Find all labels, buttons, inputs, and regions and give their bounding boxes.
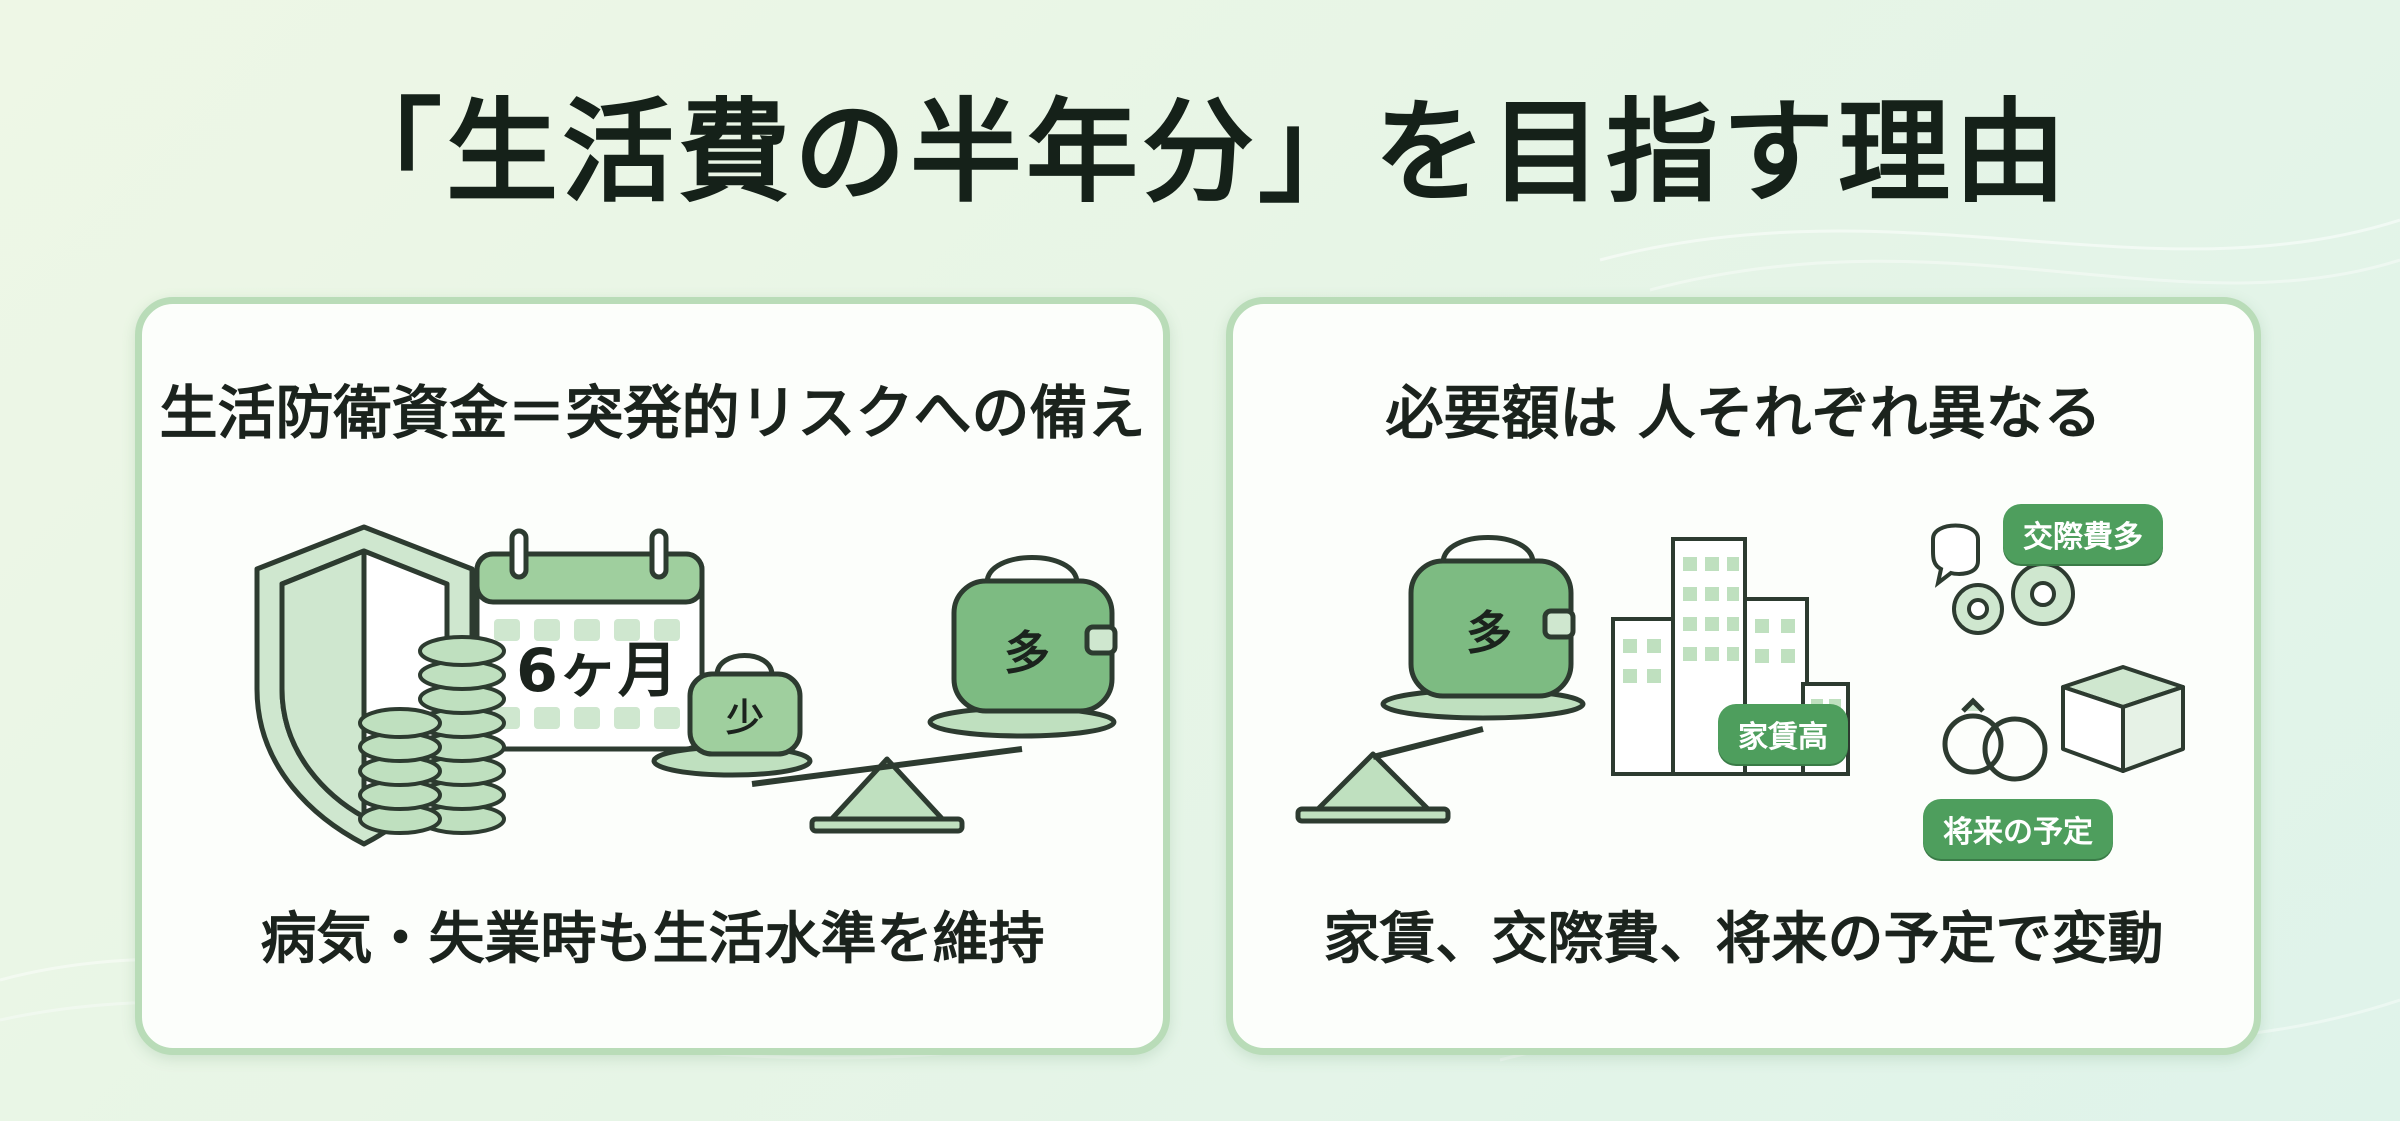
box-icon xyxy=(2061,665,2185,773)
big-wallet-label: 多 xyxy=(1004,626,1050,680)
wallet-label: 多 xyxy=(1466,606,1512,660)
balance-scale-icon xyxy=(1295,687,1586,824)
emergency-fund-illustration: 6ヶ月 少 多 xyxy=(254,524,1118,847)
badge-social-expenses: 交際費多 xyxy=(2003,504,2163,564)
speech-bubble-icon xyxy=(1931,523,1980,588)
gear-icon xyxy=(1952,562,2075,635)
panel-heading-emergency-fund: 生活防衛資金＝突発的リスクへの備え xyxy=(159,379,1146,447)
panel-caption-required-amount: 家賃、交際費、将来の予定で変動 xyxy=(1323,907,2164,972)
small-wallet-label: 少 xyxy=(726,696,764,740)
panel-heading-required-amount: 必要額は 人それぞれ異なる xyxy=(1385,379,2102,447)
rings-icon xyxy=(1942,697,2048,782)
calendar-label: 6ヶ月 xyxy=(516,636,678,706)
page-title: 「生活費の半年分」を目指す理由 xyxy=(330,88,2070,218)
required-amount-illustration: 多 xyxy=(1295,523,2185,824)
badge-high-rent: 家賃高 xyxy=(1718,704,1848,764)
panel-caption-emergency-fund: 病気・失業時も生活水準を維持 xyxy=(260,907,1045,972)
wallet-icon: 少 多 xyxy=(687,555,1118,757)
wallet-icon: 多 xyxy=(1408,535,1576,699)
badge-future-plans: 将来の予定 xyxy=(1923,799,2113,859)
panel-emergency-fund: 生活防衛資金＝突発的リスクへの備え 6ヶ月 xyxy=(135,297,1170,1055)
balance-scale-icon xyxy=(651,705,1117,834)
calendar-icon: 6ヶ月 xyxy=(474,528,705,752)
coin-stack-icon xyxy=(358,635,506,835)
panel-required-amount: 必要額は 人それぞれ異なる 多 xyxy=(1226,297,2261,1055)
